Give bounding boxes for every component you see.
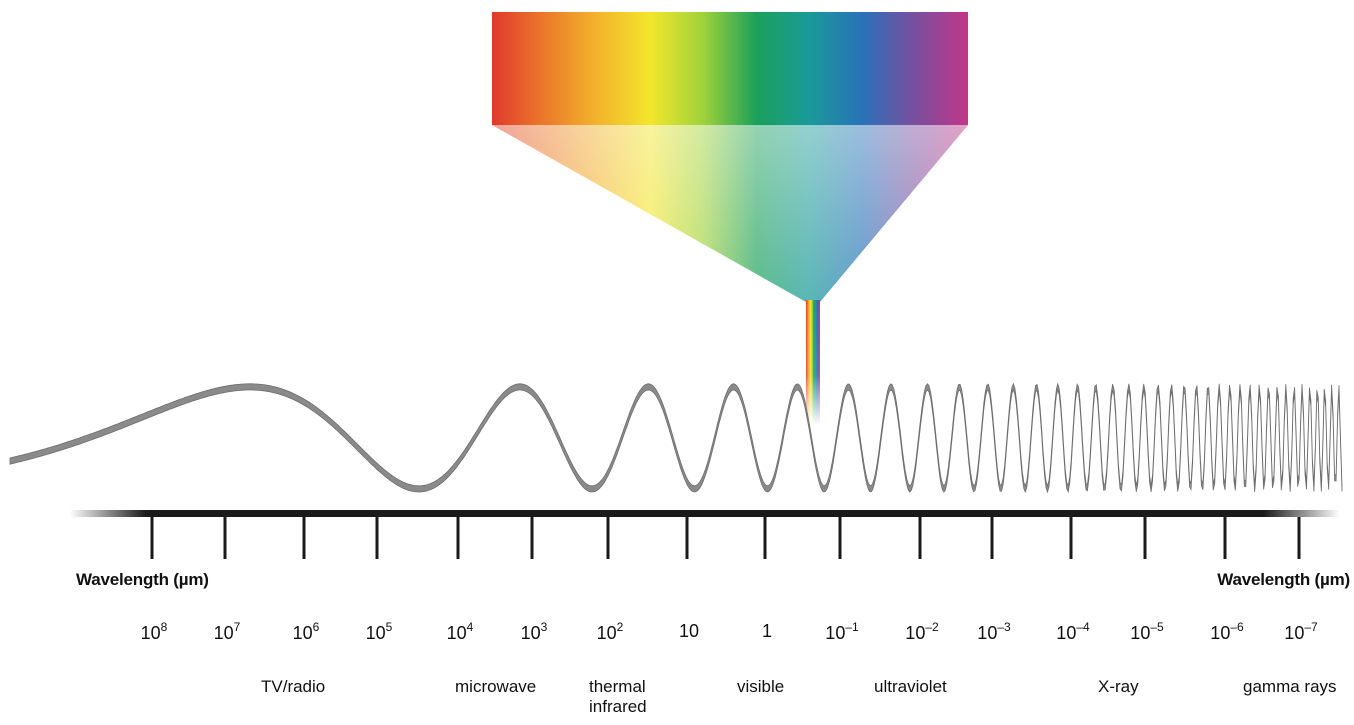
axis-title-left: Wavelength (µm) (76, 570, 209, 589)
tick-label-base: 10 (520, 623, 541, 643)
axis-tick (1069, 517, 1073, 559)
tick-label: 107 (213, 620, 241, 644)
axis-tick (606, 517, 610, 559)
tick-label-exponent: 3 (540, 620, 548, 634)
tick-label: 10–2 (905, 620, 939, 644)
tick-label: 10–3 (977, 620, 1011, 644)
tick-label: 10–7 (1284, 620, 1318, 644)
wave-ribbon (9, 382, 1343, 494)
tick-label-base: 10 (678, 621, 700, 641)
band-label-line: ultraviolet (874, 677, 947, 696)
tick-label-base: 10 (140, 623, 161, 643)
band-label-line: X-ray (1098, 677, 1139, 696)
axis-tick (838, 517, 842, 559)
tick-label-base: 10 (905, 623, 926, 643)
tick-label: 10–6 (1210, 620, 1244, 644)
tick-label-exponent: –4 (1076, 620, 1090, 634)
axis-tick (530, 517, 534, 559)
tick-label-base: 10 (596, 623, 617, 643)
axis-title-right: Wavelength (µm) (1217, 570, 1350, 589)
band-label: visible (737, 677, 784, 697)
axis-ticks (150, 517, 1301, 559)
tick-label: 10 (679, 621, 699, 642)
tick-label-exponent: –5 (1150, 620, 1164, 634)
tick-label: 104 (446, 620, 474, 644)
tick-label-base: 10 (1056, 623, 1077, 643)
tick-label: 10–1 (825, 620, 859, 644)
tick-label: 108 (140, 620, 168, 644)
tick-label-exponent: –7 (1304, 620, 1318, 634)
tick-label-exponent: –1 (845, 620, 859, 634)
wavelength-axis (70, 510, 1340, 517)
tick-label: 103 (520, 620, 548, 644)
tick-label: 102 (596, 620, 624, 644)
axis-tick (302, 517, 306, 559)
band-label-line: infrared (589, 697, 647, 716)
band-label-line: TV/radio (261, 677, 326, 696)
tick-label-base: 1 (761, 621, 773, 641)
tick-label-exponent: 4 (466, 620, 474, 634)
axis-tick (1297, 517, 1301, 559)
axis-tick (763, 517, 767, 559)
tick-label-exponent: 8 (160, 620, 168, 634)
tick-label: 10–4 (1056, 620, 1090, 644)
tick-label-base: 10 (977, 623, 998, 643)
tick-label-base: 10 (825, 623, 846, 643)
tick-label-base: 10 (1210, 623, 1231, 643)
tick-label-base: 10 (213, 623, 234, 643)
axis-tick (456, 517, 460, 559)
tick-label-base: 10 (292, 623, 313, 643)
tick-label-exponent: –2 (925, 620, 939, 634)
tick-label-base: 10 (1130, 623, 1151, 643)
axis-tick (150, 517, 154, 559)
axis-tick (685, 517, 689, 559)
tick-label-exponent: 7 (233, 620, 241, 634)
wave-ribbon-path (9, 382, 1343, 494)
band-label: ultraviolet (874, 677, 947, 697)
band-label: X-ray (1098, 677, 1139, 697)
band-label: microwave (455, 677, 536, 697)
band-label-line: microwave (455, 677, 537, 696)
visible-spectrum-bar (492, 12, 968, 125)
tick-label-exponent: 2 (616, 620, 624, 634)
tick-label: 1 (762, 621, 772, 642)
tick-label-exponent: –6 (1230, 620, 1244, 634)
axis-tick (1223, 517, 1227, 559)
tick-label-exponent: 6 (312, 620, 320, 634)
band-label-line: gamma rays (1243, 677, 1337, 696)
axis-tick (375, 517, 379, 559)
tick-label-exponent: –3 (997, 620, 1011, 634)
axis-tick (1143, 517, 1147, 559)
tick-label-base: 10 (365, 623, 386, 643)
tick-label: 10–5 (1130, 620, 1164, 644)
band-label-line: thermal (589, 677, 646, 696)
tick-label-base: 10 (446, 623, 467, 643)
band-label: TV/radio (261, 677, 325, 697)
tick-label-exponent: 5 (385, 620, 393, 634)
axis-tick (918, 517, 922, 559)
tick-label: 106 (292, 620, 320, 644)
tick-label-base: 10 (1284, 623, 1305, 643)
band-label-line: visible (737, 677, 785, 696)
band-label: gamma rays (1243, 677, 1337, 697)
axis-tick (223, 517, 227, 559)
tick-label: 105 (365, 620, 393, 644)
axis-tick (990, 517, 994, 559)
